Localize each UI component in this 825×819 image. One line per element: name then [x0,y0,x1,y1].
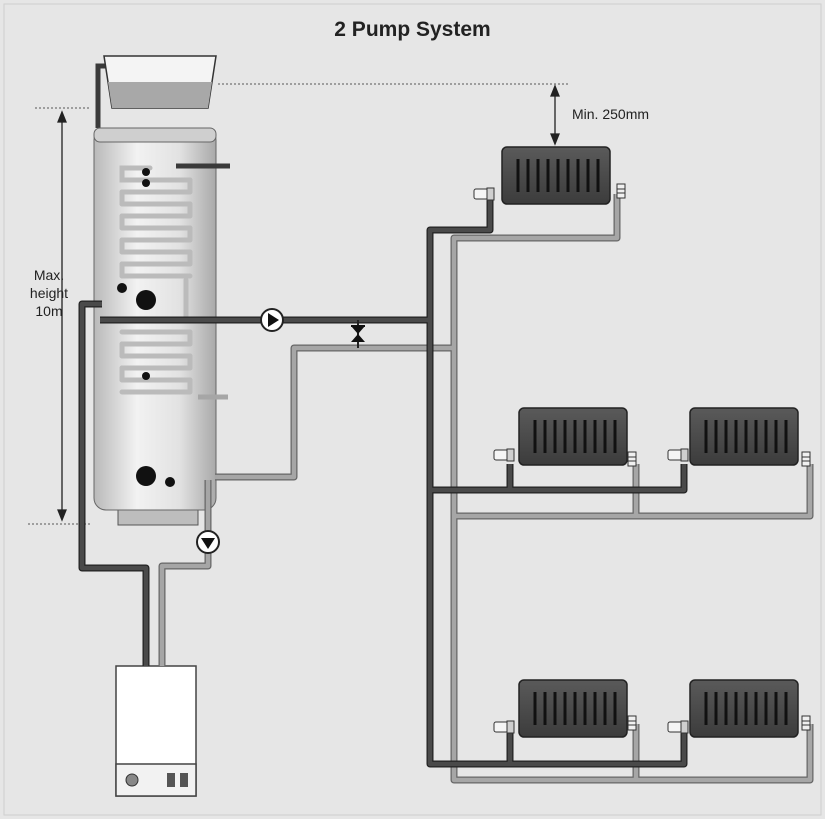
diagram-title: 2 Pump System [334,18,491,41]
header-tank-icon [95,55,217,128]
radiator-5 [667,678,811,739]
min-clearance-label: Min. 250mm [572,106,650,122]
max-height-line1: Max. [33,267,65,283]
radiator-4 [493,678,637,739]
hot-water-cylinder [93,127,230,526]
radiator-3 [667,406,811,467]
dimension-arrows [57,84,560,522]
radiator-1 [473,145,626,206]
pump-primary-icon [260,308,284,332]
panel-border [3,3,822,816]
pump-secondary-icon [196,530,220,554]
radiator-2 [493,406,637,467]
flow-pipes [79,200,687,767]
return-pipes [159,194,813,783]
max-height-label: Max. height 10m [14,266,84,320]
boiler-icon [115,665,197,797]
bypass-valve-icon [351,320,365,348]
max-height-line2: height [29,285,69,301]
max-height-line3: 10m [35,303,63,319]
